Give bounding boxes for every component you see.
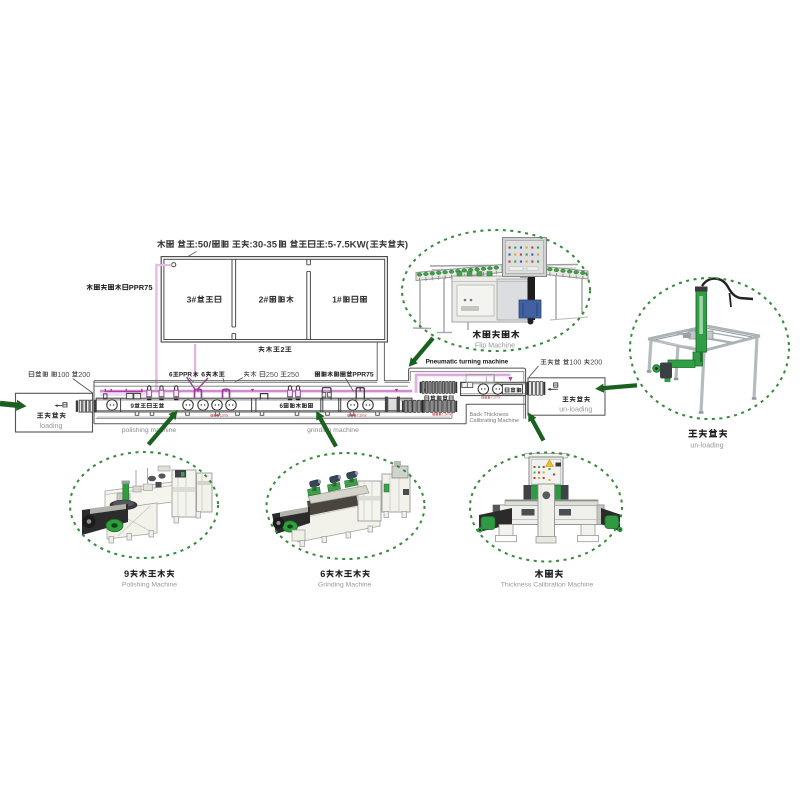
svg-text:11KW: 11KW (220, 413, 228, 417)
svg-text:6: 6 (201, 372, 205, 379)
svg-text:un-loading: un-loading (690, 441, 723, 449)
svg-text:6: 6 (320, 569, 325, 579)
svg-text:Polishing Machine: Polishing Machine (122, 582, 177, 589)
svg-text:250: 250 (287, 370, 299, 379)
svg-text:200: 200 (590, 358, 602, 367)
svg-text:PPR75: PPR75 (352, 372, 373, 379)
svg-text:Flip Machine: Flip Machine (475, 342, 515, 350)
svg-text:Back Thickness: Back Thickness (470, 412, 509, 418)
svg-text::5-7.5KW(: :5-7.5KW( (325, 240, 370, 251)
svg-text:Grinding Machine: Grinding Machine (318, 582, 371, 589)
svg-text:6: 6 (169, 372, 173, 379)
svg-text:200: 200 (78, 370, 90, 379)
svg-text:3#: 3# (187, 295, 197, 305)
svg-text:250: 250 (266, 370, 278, 379)
svg-text:PPR: PPR (179, 372, 193, 379)
svg-text:7.5KW: 7.5KW (357, 413, 367, 417)
svg-text:2.2KW: 2.2KW (491, 396, 501, 400)
svg-text::50/: :50/ (195, 240, 212, 251)
svg-text:1#: 1# (332, 295, 342, 305)
svg-text:loading: loading (40, 422, 63, 430)
svg-text:9: 9 (124, 569, 129, 579)
svg-text::30-35: :30-35 (249, 240, 277, 251)
svg-text:grinding machine: grinding machine (307, 427, 359, 434)
svg-text:un-loading: un-loading (559, 405, 592, 413)
svg-text:polishing machine: polishing machine (122, 427, 177, 434)
svg-text:100: 100 (57, 370, 69, 379)
svg-text:Calibrating Machine: Calibrating Machine (470, 418, 519, 424)
svg-text:6: 6 (280, 403, 284, 410)
svg-text:): ) (405, 240, 408, 251)
svg-text:PPR75: PPR75 (129, 283, 153, 292)
svg-text:2: 2 (280, 345, 284, 354)
svg-text:Pneumatic turning machine: Pneumatic turning machine (426, 358, 509, 365)
svg-text:9: 9 (131, 403, 135, 410)
svg-text:100: 100 (569, 358, 581, 367)
svg-text:2#: 2# (259, 295, 269, 305)
svg-text:1.5KW: 1.5KW (442, 412, 452, 416)
svg-text:Thickness Calibration Machine: Thickness Calibration Machine (501, 582, 594, 589)
